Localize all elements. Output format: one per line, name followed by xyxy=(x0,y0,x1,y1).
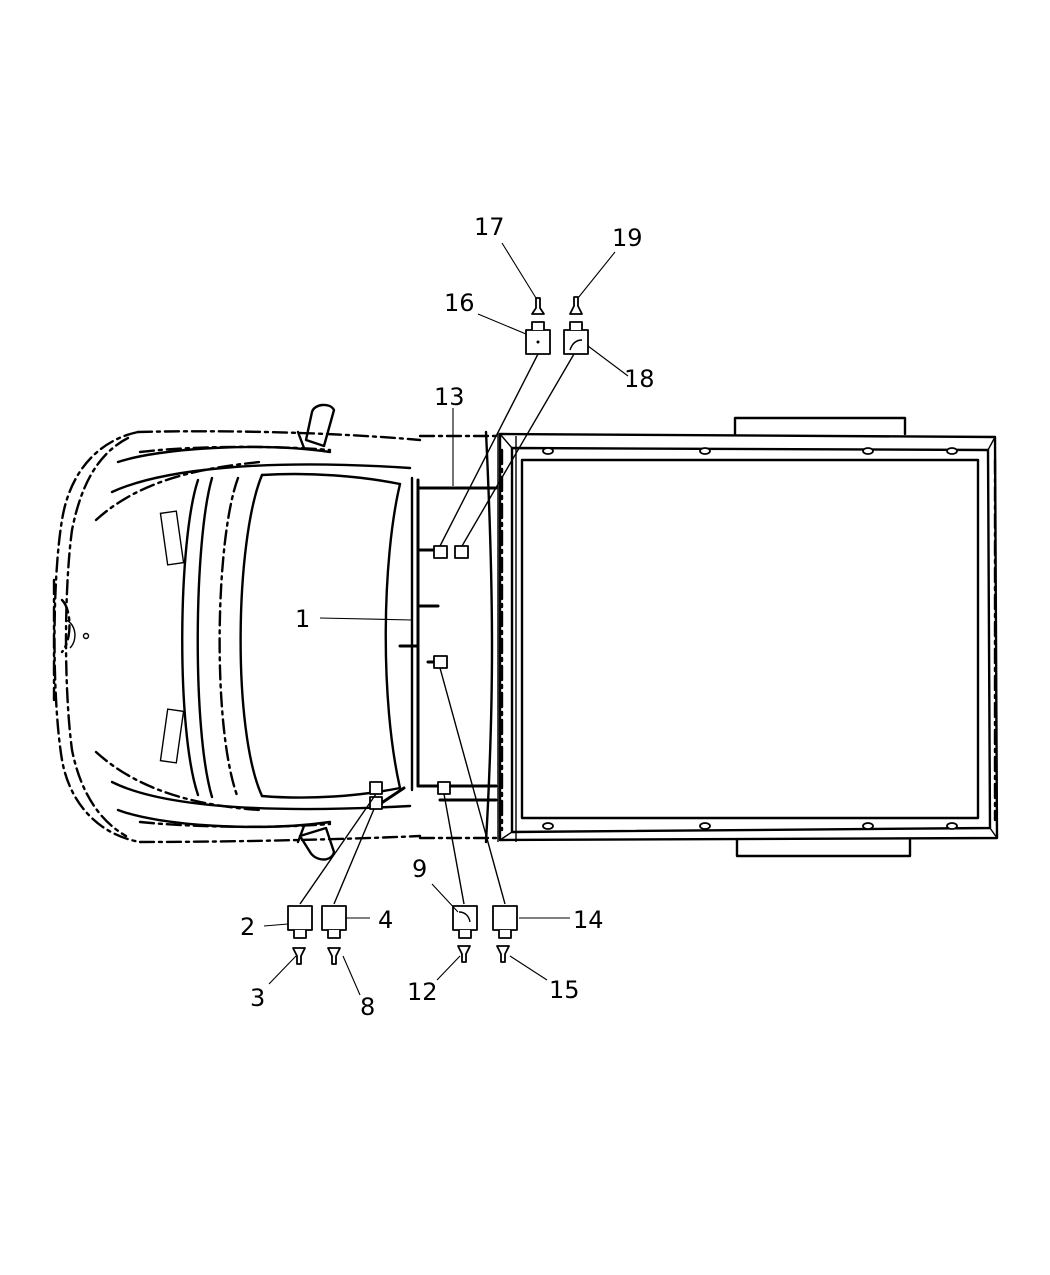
callout-2: 2 xyxy=(240,913,255,941)
lamp-socket-14 xyxy=(492,905,518,939)
callout-13: 13 xyxy=(434,383,465,411)
callout-15: 15 xyxy=(549,976,580,1004)
bulb-12 xyxy=(457,945,471,963)
bulb-15 xyxy=(496,945,510,963)
callout-8: 8 xyxy=(360,993,375,1021)
wiring-harness xyxy=(378,478,498,806)
callout-12: 12 xyxy=(407,978,438,1006)
callout-1: 1 xyxy=(295,605,310,633)
lamp-socket-18 xyxy=(563,321,589,355)
lamp-socket-2 xyxy=(287,905,313,939)
callout-leaders xyxy=(263,242,629,996)
bulb-8 xyxy=(327,947,341,965)
bulb-19 xyxy=(569,296,583,315)
lamp-socket-16 xyxy=(525,321,551,355)
truck-cab xyxy=(52,403,500,861)
bulb-17 xyxy=(531,297,545,315)
callout-9: 9 xyxy=(412,855,427,883)
callout-17: 17 xyxy=(474,213,505,241)
callout-16: 16 xyxy=(444,289,475,317)
callout-3: 3 xyxy=(250,984,265,1012)
lamp-socket-4 xyxy=(321,905,347,939)
lamp-socket-9 xyxy=(452,905,478,939)
callout-labels: 1 2 3 4 8 9 12 13 14 15 16 17 18 19 xyxy=(240,213,655,1021)
callout-18: 18 xyxy=(624,365,655,393)
callout-4: 4 xyxy=(378,906,393,934)
bulb-3 xyxy=(292,947,306,965)
callout-14: 14 xyxy=(573,906,604,934)
part-leader-wires xyxy=(299,353,575,905)
truck-bed xyxy=(497,416,999,858)
callout-19: 19 xyxy=(612,224,643,252)
